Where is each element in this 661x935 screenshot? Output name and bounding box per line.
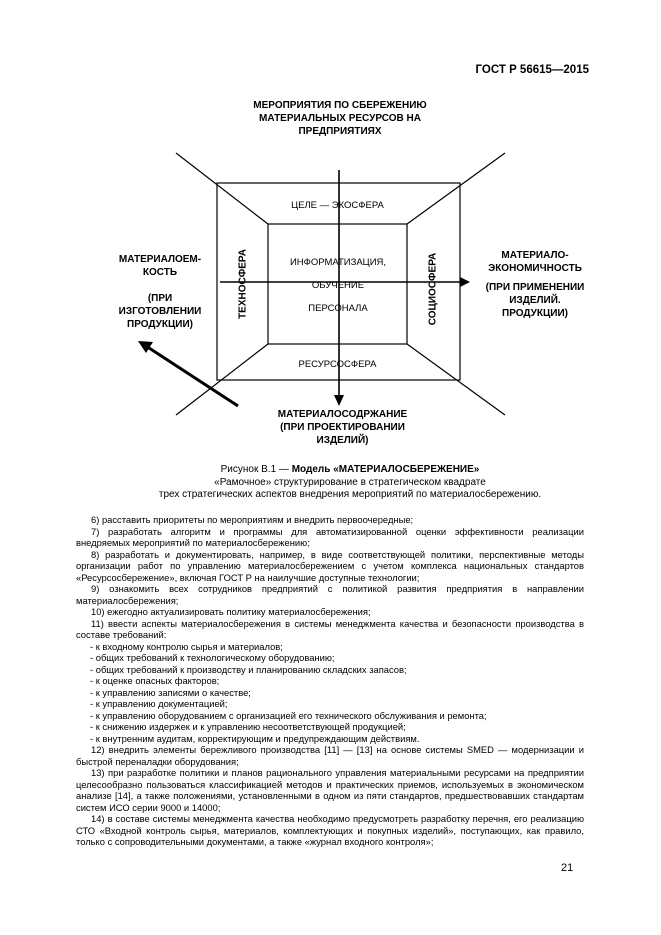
caption-line-2: «Рамочное» структурирование в стратегиче… — [214, 476, 486, 488]
diagonal-bottom-left — [175, 343, 269, 416]
list-item: - к управлению оборудованием с организац… — [90, 709, 487, 721]
diagonal-axis — [145, 344, 239, 408]
paragraph: 12) внедрить элементы бережливого произв… — [76, 744, 584, 767]
sphere-socio: СОЦИОСФЕРА — [427, 252, 439, 326]
sphere-resource: РЕСУРСОСФЕРА — [298, 359, 377, 370]
diagram-left-label: МАТЕРИАЛОЕМ- КОСТЬ (ПРИ ИЗГОТОВЛЕНИИ ПРО… — [118, 254, 202, 330]
paragraph: 10) ежегодно актуализировать политику ма… — [91, 606, 371, 617]
paragraph: 8) разработать и документировать, наприм… — [76, 548, 584, 583]
list-item: - общих требований к технологическому об… — [90, 652, 335, 663]
list-item: - к снижению издержек и к управлению нес… — [90, 721, 406, 732]
list-item: - к внутренним аудитам, корректирующим и… — [90, 732, 420, 744]
paragraph: 6) расставить приоритеты по мероприятиям… — [91, 514, 414, 525]
list-item: - общих требований к производству и план… — [90, 663, 407, 675]
figure-caption: Рисунок В.1 — Модель «МАТЕРИАЛОСБЕРЕЖЕНИ… — [60, 464, 640, 502]
list-item: - к оценке опасных факторов; — [90, 675, 220, 686]
paragraph: 14) в составе системы менеджмента качест… — [76, 813, 584, 847]
paragraph: 9) ознакомить всех сотрудников предприят… — [76, 583, 584, 606]
sphere-techno: ТЕХНОСФЕРА — [237, 249, 249, 319]
diagram-top-title: МЕРОПРИЯТИЯ ПО СБЕРЕЖЕНИЮ МАТЕРИАЛЬНЫХ Р… — [253, 100, 427, 137]
caption-title: Модель «МАТЕРИАЛОСБЕРЕЖЕНИЕ» — [291, 464, 480, 475]
list-item: - к входному контролю сырья и материалов… — [90, 640, 283, 652]
inner-frame — [267, 223, 408, 345]
document-header: ГОСТ Р 56615—2015 — [475, 64, 589, 76]
diagonal-arrowhead — [138, 341, 153, 353]
paragraph: 11) ввести аспекты материалосбережения в… — [76, 617, 584, 641]
diagonal-top-left — [175, 152, 269, 225]
sphere-eco: ЦЕЛЕ — ЭКОСФЕРА — [291, 200, 384, 211]
caption-prefix: Рисунок В.1 — — [220, 464, 292, 475]
vertical-arrowhead — [334, 395, 344, 406]
horizontal-arrowhead — [460, 277, 470, 287]
list-item: - к управлению записями о качестве; — [90, 686, 251, 698]
paragraph: 13) при разработке политики и планов рац… — [76, 767, 584, 813]
page-number: 21 — [561, 862, 574, 874]
materials-saving-diagram: МЕРОПРИЯТИЯ ПО СБЕРЕЖЕНИЮ МАТЕРИАЛЬНЫХ Р… — [0, 90, 661, 450]
paragraph: 7) разработать алгоритм и программы для … — [76, 525, 584, 549]
diagonal-bottom-right — [406, 343, 506, 416]
center-label: ИНФОРМАТИЗАЦИЯ, ОБУЧЕНИЕ ПЕРСОНАЛА — [289, 257, 387, 314]
diagonal-top-right — [406, 152, 506, 225]
body-text: 6) расставить приоритеты по мероприятиям… — [76, 514, 584, 848]
diagram-bottom-label: МАТЕРИАЛОСОДРЖАНИЕ (ПРИ ПРОЕКТИРОВАНИИ И… — [277, 409, 408, 446]
caption-line-3: трех стратегических аспектов внедрения м… — [158, 489, 542, 500]
diagram-graphic — [138, 152, 506, 416]
list-item: - к управлению документацией; — [90, 698, 228, 709]
diagram-right-label: МАТЕРИАЛО- ЭКОНОМИЧНОСТЬ (ПРИ ПРИМЕНЕНИИ… — [485, 250, 585, 319]
